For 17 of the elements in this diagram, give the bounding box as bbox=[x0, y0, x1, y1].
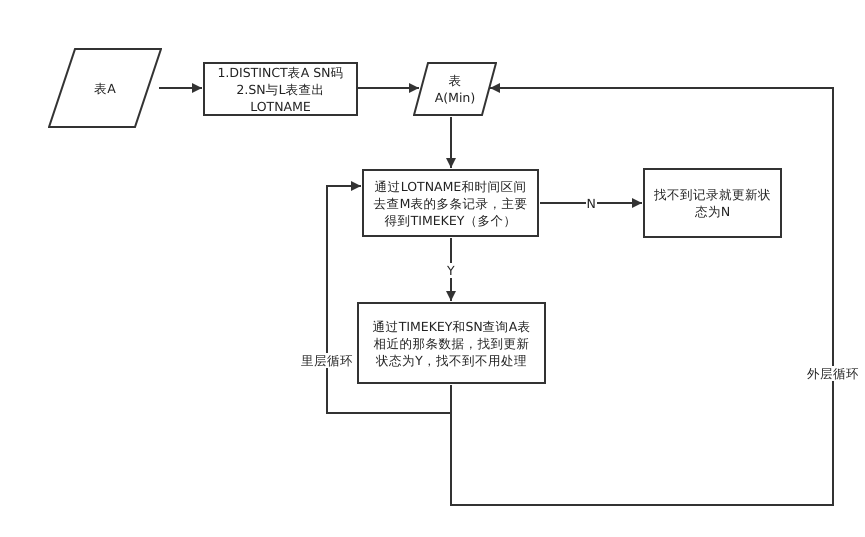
edge-label: N bbox=[586, 196, 597, 210]
arrow bbox=[446, 117, 456, 168]
process-box: 通过TIMEKEY和SN查询A表相近的那条数据，找到更新状态为Y，找不到不用处理 bbox=[357, 302, 546, 384]
process-box: 通过LOTNAME和时间区间去查M表的多条记录，主要得到TIMEKEY（多个） bbox=[362, 169, 539, 237]
edge-label: 外层循环 bbox=[806, 366, 860, 380]
edge-label: Y bbox=[446, 262, 456, 278]
data-parallelogram: 表A(Min) bbox=[413, 62, 497, 116]
edge-label: 里层循环 bbox=[300, 352, 354, 368]
arrow bbox=[159, 83, 202, 93]
data-parallelogram: 表A bbox=[48, 48, 162, 128]
arrow bbox=[326, 181, 452, 414]
process-box: 1.DISTINCT表A SN码 2.SN与L表查出 LOTNAME bbox=[203, 62, 358, 116]
process-box: 找不到记录就更新状态为N bbox=[643, 168, 782, 238]
arrow bbox=[540, 198, 642, 208]
arrow bbox=[446, 238, 456, 301]
arrow bbox=[450, 83, 834, 506]
arrow bbox=[358, 83, 419, 93]
